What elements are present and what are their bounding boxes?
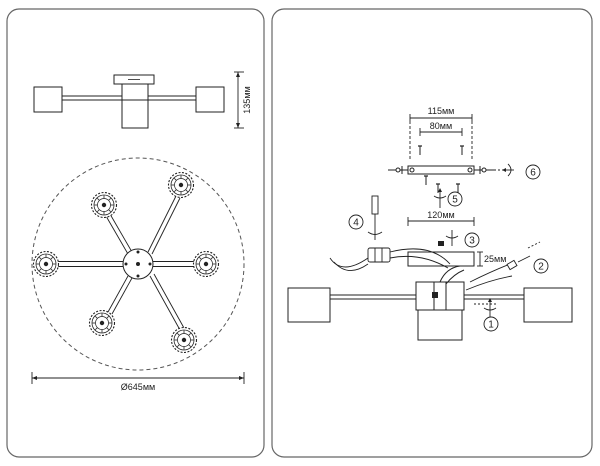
step-2-label: 2 — [538, 262, 544, 273]
fixture-center-box — [415, 281, 465, 311]
dim-120 — [407, 217, 475, 226]
step-3-marker — [464, 232, 480, 248]
bulb-upper-right — [167, 171, 195, 199]
step-6-bolt — [486, 163, 514, 177]
bulb-left — [32, 250, 60, 278]
step-6-marker — [525, 164, 541, 180]
step-5-label: 5 — [452, 195, 458, 206]
top-view — [31, 157, 245, 371]
fixture-body — [287, 265, 573, 341]
step-4-label: 4 — [353, 218, 359, 229]
right-panel — [271, 8, 593, 458]
step-6-label: 6 — [530, 168, 536, 179]
step-3-label: 3 — [469, 236, 475, 247]
side-view — [33, 74, 225, 129]
side-shade-center — [121, 99, 149, 129]
step-1-marker — [483, 316, 499, 332]
dim-80 — [419, 128, 463, 136]
mounting-bracket — [388, 165, 496, 175]
step-2-marker — [533, 258, 549, 274]
dim-115 — [409, 114, 473, 160]
step-3-screw — [438, 230, 459, 246]
bulb-upper-left — [90, 191, 118, 219]
dashed-outline — [31, 157, 245, 371]
step-4-terminal — [329, 195, 451, 271]
diameter-label: Ø645мм — [121, 382, 155, 392]
dim-25-label: 25мм — [484, 254, 506, 264]
bulb-lower-left — [88, 309, 116, 337]
dim-115-label: 115мм — [428, 106, 455, 116]
step-5-rotate — [433, 188, 447, 208]
fixture-shade-right — [523, 287, 573, 323]
left-panel — [6, 8, 265, 458]
diameter-dimension — [31, 372, 245, 384]
step-1-label: 1 — [488, 320, 494, 331]
dim-25 — [477, 251, 483, 267]
fixture-shade-left — [287, 287, 331, 323]
side-shade-left — [33, 86, 63, 113]
bulb-right — [192, 250, 220, 278]
canopy-cover — [407, 251, 475, 267]
fixture-center-shade — [417, 309, 463, 341]
height-label: 135мм — [242, 86, 252, 113]
dim-80-label: 80мм — [430, 121, 452, 131]
dim-120-label: 120мм — [427, 210, 454, 220]
height-dimension — [234, 71, 244, 129]
step-1-assembly — [474, 298, 497, 318]
center-box — [121, 83, 149, 101]
step-5-marker — [447, 191, 463, 207]
side-shade-right — [195, 86, 225, 113]
bulb-lower-right — [170, 326, 198, 354]
step-2-wires — [465, 241, 541, 291]
step-4-marker — [348, 214, 364, 230]
